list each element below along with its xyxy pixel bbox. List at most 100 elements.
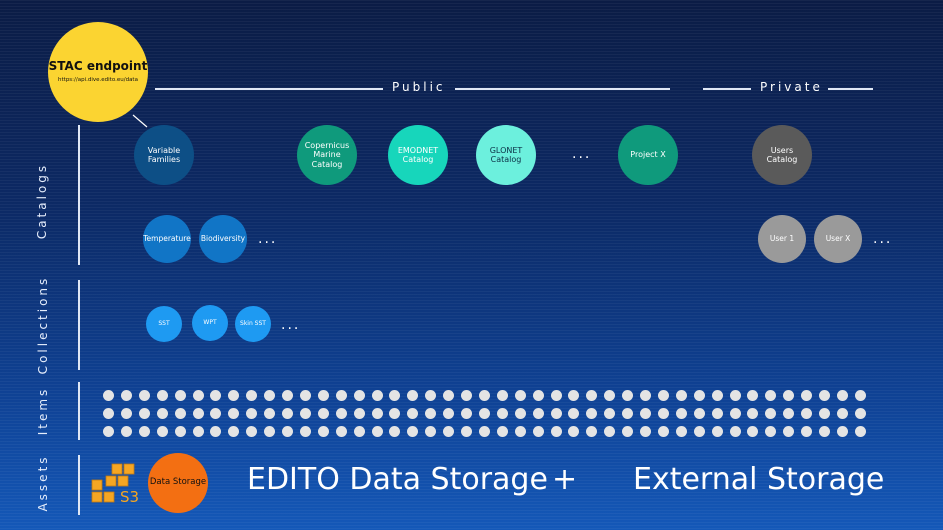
item-dot	[264, 408, 276, 419]
collection-wpt[interactable]: WPT	[192, 305, 228, 341]
item-dot	[371, 390, 383, 401]
item-dot	[264, 426, 276, 437]
item-dot	[854, 390, 866, 401]
item-dot	[192, 390, 204, 401]
item-dot	[819, 390, 830, 401]
subcatalog-temperature[interactable]: Temperature	[143, 215, 191, 263]
item-dot	[640, 390, 651, 401]
item-dot	[407, 390, 419, 401]
item-dot	[604, 426, 616, 437]
public-line-right	[455, 88, 670, 90]
subcatalog-user-1[interactable]: User 1	[758, 215, 806, 263]
item-dot	[765, 390, 777, 401]
item-dot	[478, 390, 490, 401]
item-dot	[210, 408, 222, 419]
item-dot	[604, 408, 616, 419]
item-dot	[729, 390, 741, 401]
item-dot	[496, 390, 508, 401]
item-dot	[765, 426, 777, 437]
item-dot	[675, 390, 687, 401]
item-dot	[693, 426, 705, 437]
item-dot	[103, 426, 114, 437]
item-dot	[299, 408, 311, 419]
item-dot	[514, 408, 526, 419]
item-dot	[138, 408, 150, 419]
catalog-copernicus-marine[interactable]: Copernicus Marine Catalog	[297, 125, 357, 185]
item-dot	[532, 390, 544, 401]
item-dot	[156, 408, 168, 419]
item-dot	[228, 426, 240, 437]
item-dot	[443, 408, 455, 419]
item-dot	[783, 408, 795, 419]
item-dot	[657, 426, 669, 437]
catalog-project-x[interactable]: Project X	[618, 125, 678, 185]
item-dot	[747, 426, 759, 437]
item-dot	[299, 426, 311, 437]
collections-label: Collections	[36, 275, 50, 375]
subcatalog-user-x[interactable]: User X	[814, 215, 862, 263]
item-dot	[586, 426, 598, 437]
item-dot	[174, 408, 186, 419]
subcatalog-biodiversity[interactable]: Biodiversity	[199, 215, 247, 263]
stac-endpoint-node[interactable]: STAC endpoint https://api.dive.edito.eu/…	[48, 22, 148, 122]
item-dot	[461, 426, 472, 437]
item-dot	[711, 390, 723, 401]
stac-connector	[132, 114, 148, 128]
item-dot	[120, 408, 132, 419]
collection-sst[interactable]: SST	[146, 306, 182, 342]
item-dot	[371, 426, 383, 437]
item-dot	[747, 408, 759, 419]
item-dot	[514, 426, 526, 437]
item-dot	[138, 426, 150, 437]
item-dot	[156, 390, 168, 401]
item-dot	[264, 390, 276, 401]
item-dot	[550, 426, 562, 437]
data-storage-node[interactable]: Data Storage	[148, 453, 208, 513]
item-dot	[425, 408, 437, 419]
item-dot	[407, 408, 419, 419]
item-dot	[246, 390, 258, 401]
collection-skin-sst[interactable]: Skin SST	[235, 306, 271, 342]
catalogs-label: Catalogs	[35, 162, 49, 240]
item-dot	[478, 408, 490, 419]
s3-label: S3	[120, 488, 139, 506]
item-dot	[532, 408, 544, 419]
stac-endpoint-url: https://api.dive.edito.eu/data	[58, 77, 138, 84]
item-dot	[604, 390, 616, 401]
item-dot	[299, 390, 311, 401]
item-dot	[801, 408, 813, 419]
item-dot	[783, 426, 795, 437]
item-dot	[693, 390, 705, 401]
item-dot	[246, 408, 258, 419]
item-dot	[657, 408, 669, 419]
stac-endpoint-title: STAC endpoint	[48, 59, 148, 74]
item-dot	[675, 426, 687, 437]
item-dot	[801, 426, 813, 437]
item-dot	[174, 390, 186, 401]
item-dot	[335, 426, 347, 437]
item-dot	[174, 426, 186, 437]
private-line-right	[828, 88, 873, 90]
private-line-left	[703, 88, 751, 90]
catalog-users[interactable]: Users Catalog	[752, 125, 812, 185]
collections-divider	[78, 280, 80, 370]
item-dot	[640, 426, 651, 437]
item-dot	[747, 390, 759, 401]
item-dot	[192, 408, 204, 419]
item-dot	[282, 408, 293, 419]
item-dot	[622, 390, 634, 401]
item-dot	[317, 408, 329, 419]
item-dot	[711, 426, 723, 437]
item-dot	[836, 426, 848, 437]
catalog-emodnet[interactable]: EMODNET Catalog	[388, 125, 448, 185]
item-dot	[550, 408, 562, 419]
catalog-variable-families[interactable]: Variable Families	[134, 125, 194, 185]
item-dot	[228, 408, 240, 419]
private-label: Private	[760, 80, 823, 94]
item-dot	[836, 390, 848, 401]
item-dot	[353, 390, 365, 401]
item-dot	[461, 408, 472, 419]
item-dot	[586, 408, 598, 419]
item-dot	[389, 408, 401, 419]
catalog-glonet[interactable]: GLONET Catalog	[476, 125, 536, 185]
